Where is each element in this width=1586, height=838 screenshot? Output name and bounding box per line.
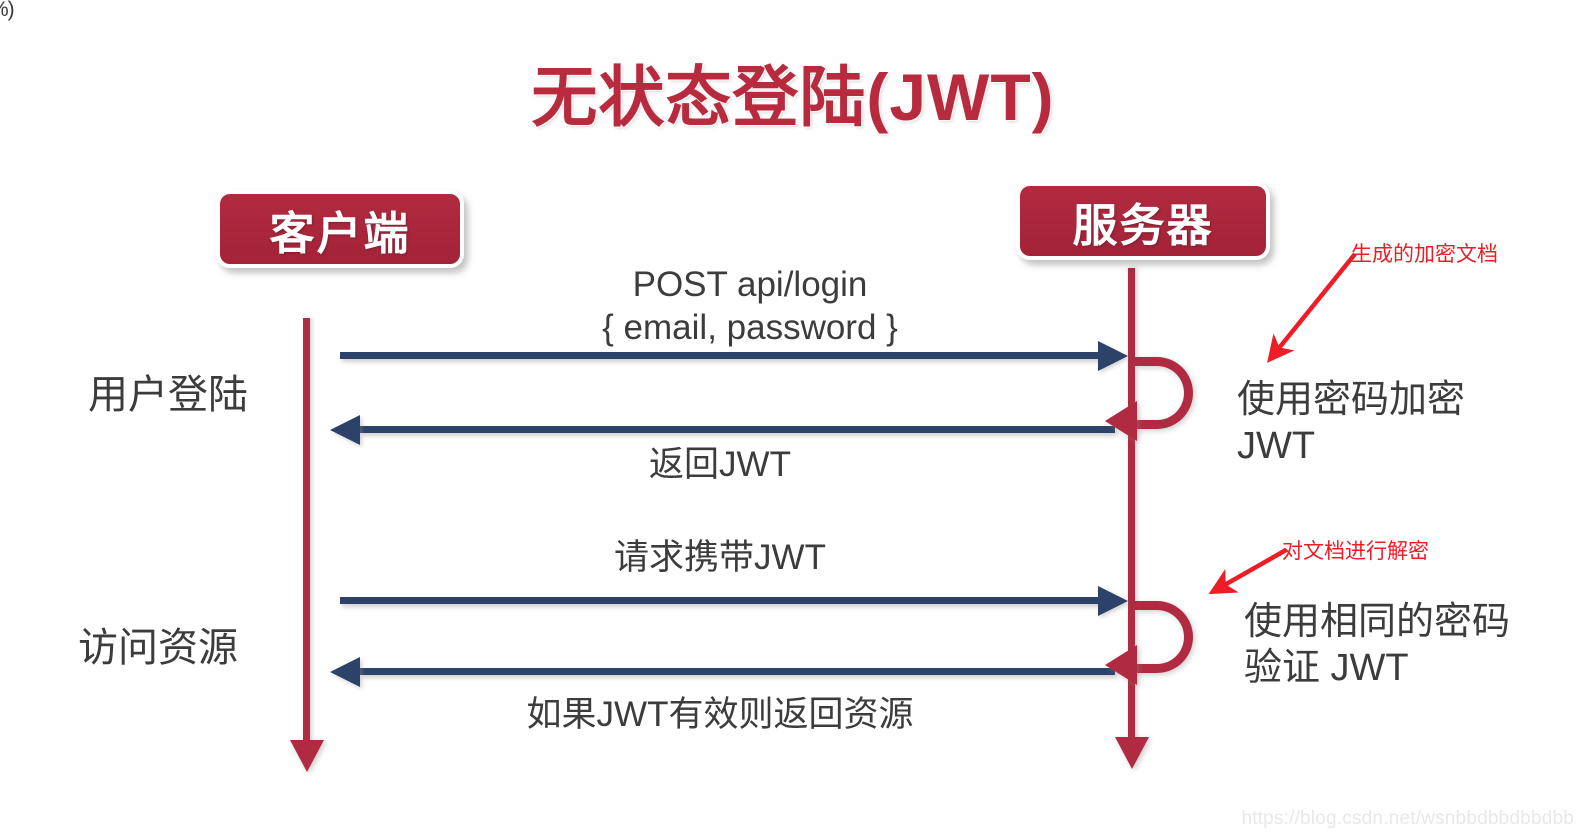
phase-label-access: 访问资源 bbox=[78, 626, 238, 670]
server-note-encrypt: 使用密码加密 JWT bbox=[1237, 379, 1466, 467]
lifeline-server-arrowhead-icon bbox=[1115, 737, 1149, 769]
callout-arrow-generate-icon bbox=[1267, 252, 1357, 363]
message-arrow-line-3 bbox=[340, 597, 1100, 604]
message-label-return-resource: 如果JWT有效则返回资源 bbox=[526, 695, 914, 734]
arrowhead-left-icon-4 bbox=[330, 657, 360, 687]
clipped-corner-artifact: %) bbox=[0, 0, 15, 21]
lifeline-client-arrowhead-icon bbox=[290, 740, 324, 772]
self-loop-body-icon bbox=[1135, 357, 1193, 429]
callout-label-decrypt: 对文档进行解密 bbox=[1282, 540, 1429, 563]
callout-label-generate: 生成的加密文档 bbox=[1351, 243, 1498, 266]
message-label-post-login: POST api/login { email, password } bbox=[602, 265, 898, 347]
message-label-return-jwt: 返回JWT bbox=[649, 445, 791, 484]
message-arrow-line-2 bbox=[360, 426, 1115, 433]
self-loop-body-icon bbox=[1135, 601, 1193, 673]
lifeline-client bbox=[303, 318, 310, 743]
message-arrow-line-4 bbox=[360, 668, 1115, 675]
self-loop-arrowhead-icon bbox=[1105, 401, 1137, 441]
lifeline-server bbox=[1128, 268, 1135, 740]
arrowhead-left-icon-2 bbox=[330, 415, 360, 445]
self-loop-arrowhead-icon bbox=[1105, 645, 1137, 685]
arrowhead-right-icon-1 bbox=[1098, 341, 1128, 371]
phase-label-login: 用户登陆 bbox=[88, 373, 248, 417]
message-arrow-line-1 bbox=[340, 352, 1100, 359]
server-note-verify: 使用相同的密码 验证 JWT bbox=[1244, 601, 1511, 689]
message-label-request-with-jwt: 请求携带JWT bbox=[614, 538, 826, 577]
arrowhead-right-icon-3 bbox=[1098, 586, 1128, 616]
watermark-url: https://blog.csdn.net/wsnbbdbbdbbdbb bbox=[1241, 808, 1574, 829]
actor-box-client: 客户端 bbox=[216, 190, 464, 268]
page-title: 无状态登陆(JWT) bbox=[531, 60, 1055, 134]
callout-arrow-decrypt-icon bbox=[1208, 548, 1288, 595]
actor-box-server: 服务器 bbox=[1016, 182, 1270, 260]
